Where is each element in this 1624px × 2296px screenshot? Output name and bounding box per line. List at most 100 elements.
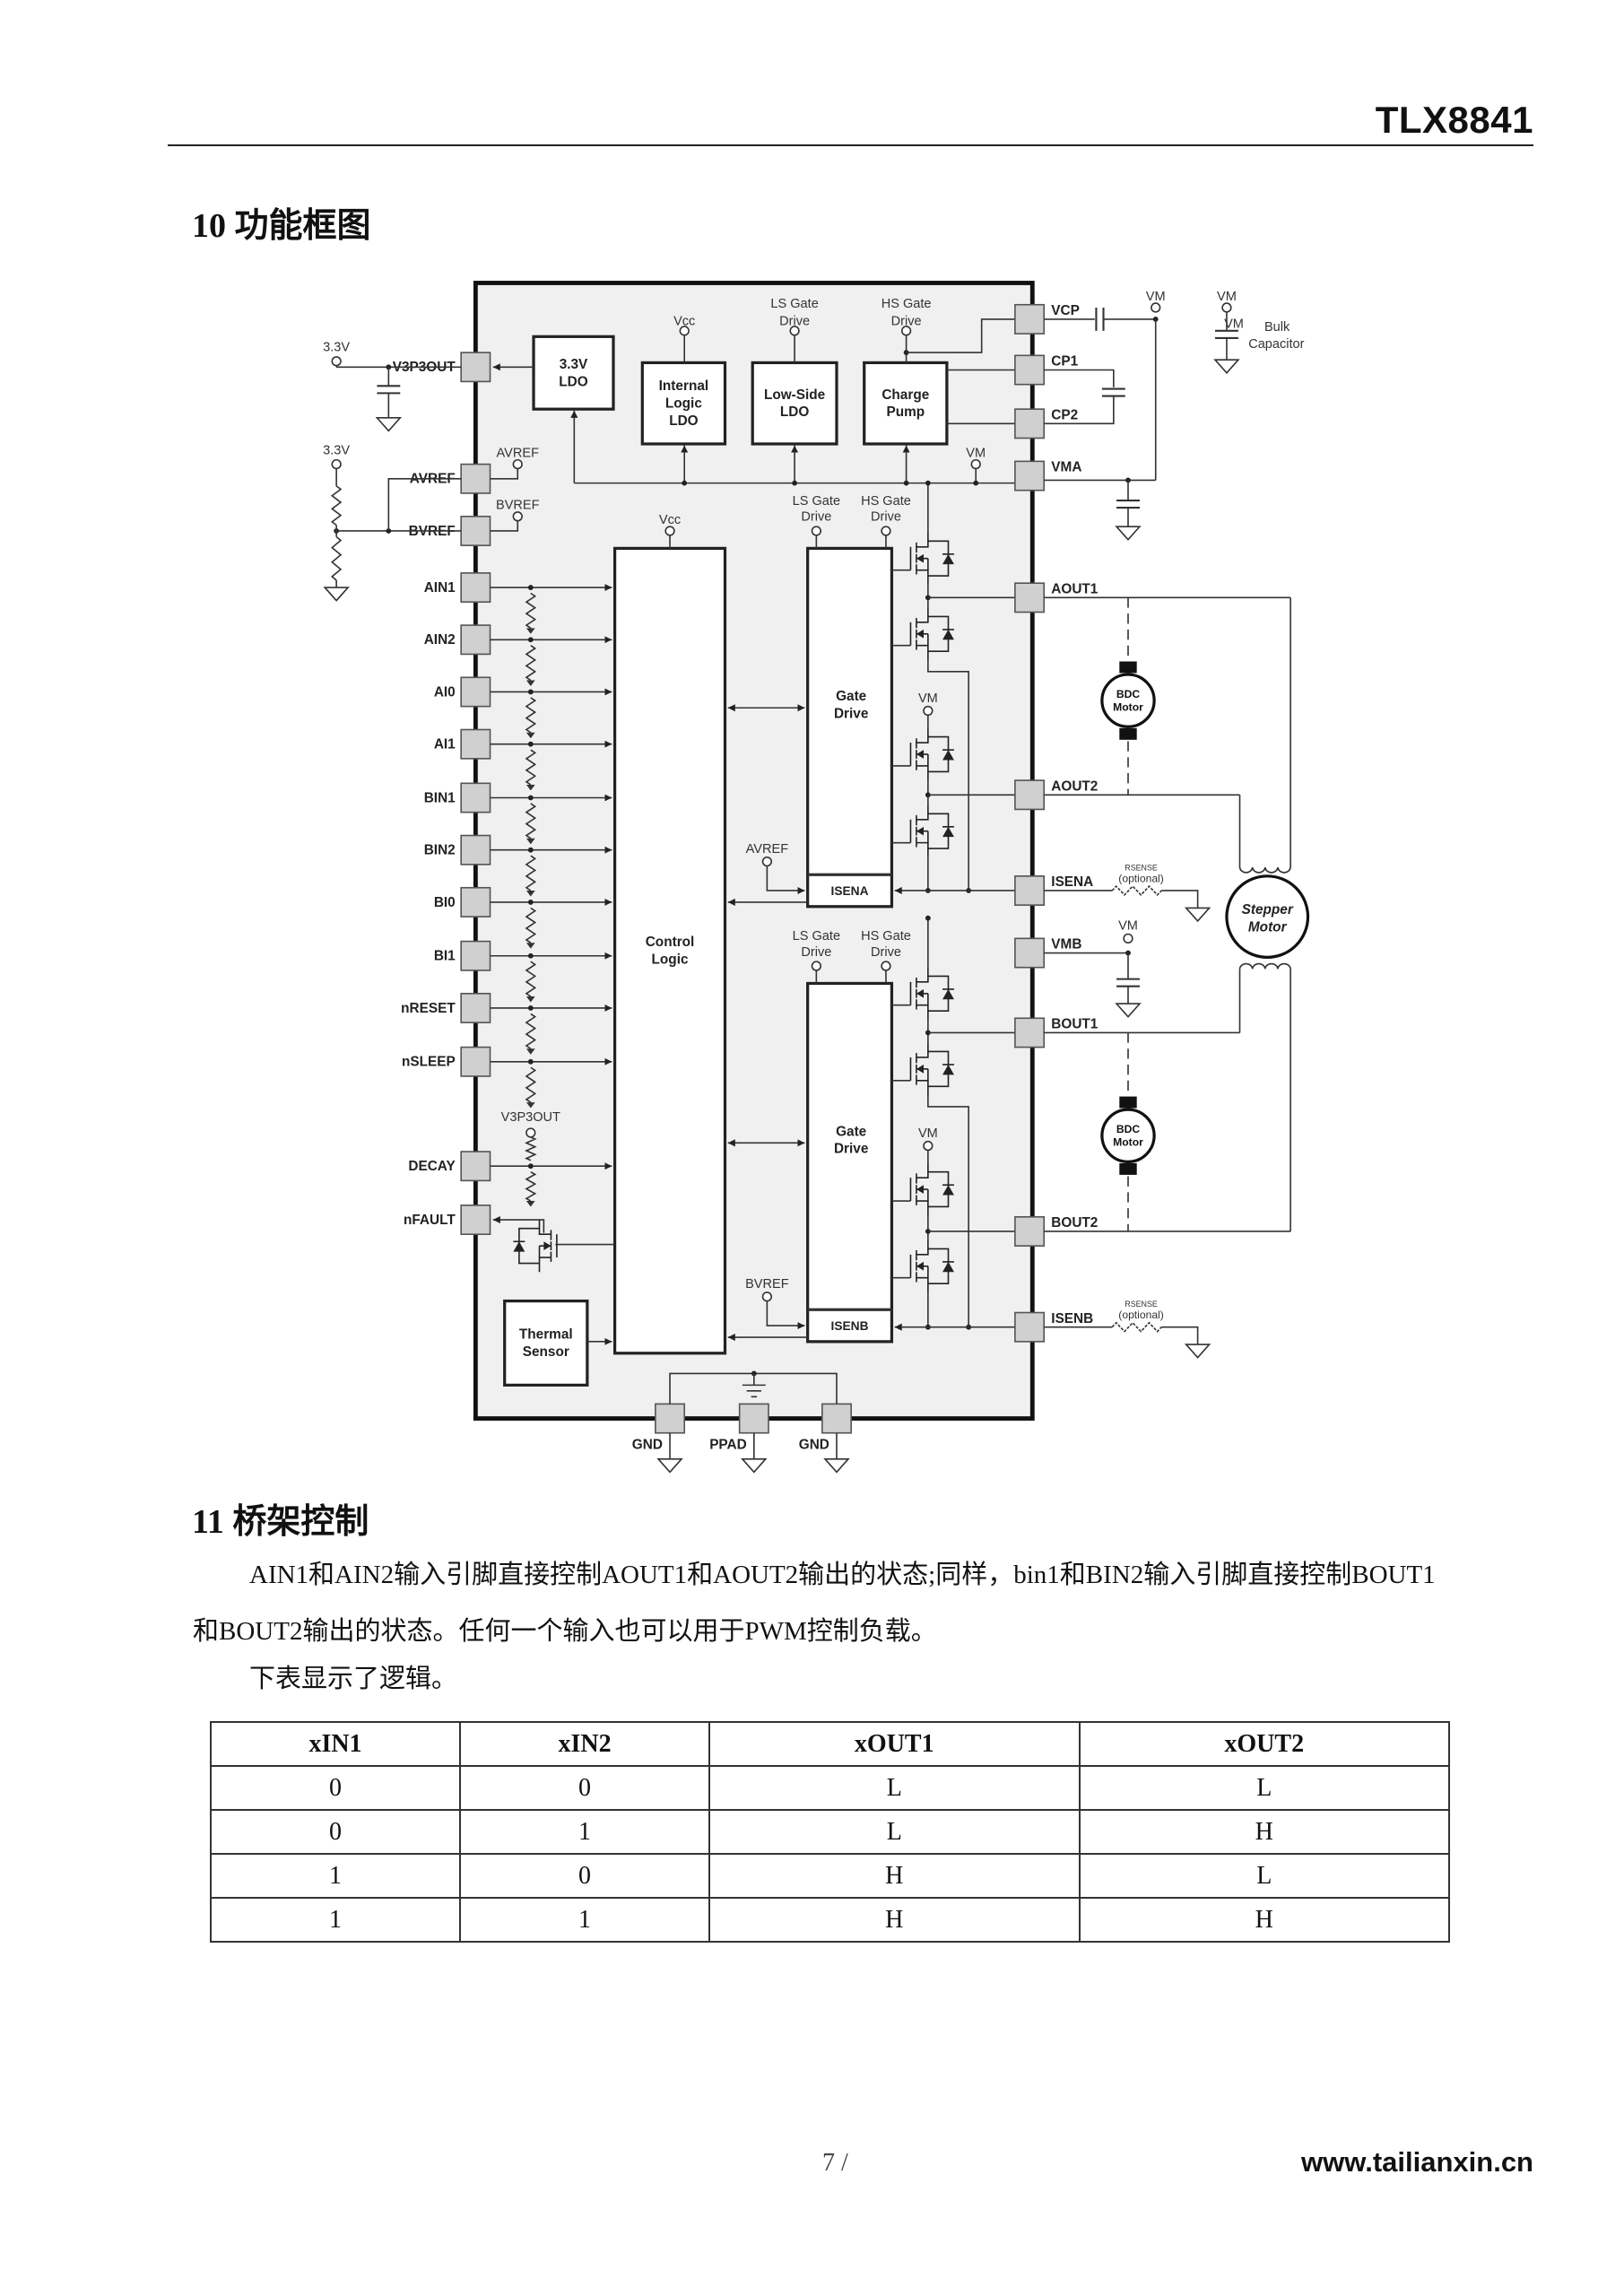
diagram-label: Bulk [1264, 320, 1290, 335]
diagram-label: Drive [871, 510, 901, 525]
pulldown-icon [525, 943, 535, 949]
pin-label-isenb: ISENB [1051, 1311, 1093, 1326]
pulldown-icon [525, 996, 535, 1003]
ground-icon [1115, 1003, 1142, 1018]
resistor-icon [525, 1170, 537, 1202]
pin-label-ain2: AIN2 [424, 632, 456, 648]
a-gate-drive-block [806, 546, 894, 909]
terminal-icon [1123, 933, 1133, 944]
pin-v3p3out [460, 352, 491, 383]
a-brush [1119, 727, 1137, 740]
column-header-xout1: xOUT1 [708, 1721, 1081, 1767]
diagram-label: Drive [871, 945, 901, 960]
b-isense-block-label: ISENB [831, 1319, 869, 1333]
charge-pump-block-label: Charge [881, 387, 929, 403]
table-cell: H [708, 1897, 1081, 1943]
diagram-label: Drive [779, 314, 810, 328]
diagram-label: Gate [836, 1124, 867, 1139]
internal-logic-ldo-block [640, 361, 727, 446]
diagram-label: VM [1217, 290, 1237, 304]
pin-label-bout1: BOUT1 [1051, 1017, 1099, 1032]
terminal-icon [525, 1127, 536, 1138]
diagram-label: (optional) [1118, 872, 1163, 884]
a-isense-block-label: ISENA [831, 884, 869, 898]
pulldown-icon [525, 1048, 535, 1055]
diagram-label: BDC [1116, 688, 1140, 700]
pin-avref [460, 463, 491, 494]
diagram-label: VM [918, 1126, 938, 1141]
a-brush [1119, 661, 1137, 674]
diagram-label: HS Gate [881, 297, 932, 311]
wire [387, 477, 462, 531]
resistor-icon [331, 535, 343, 581]
table-cell: H [1078, 1809, 1450, 1855]
pin-label-cp1: CP1 [1051, 354, 1078, 370]
b-gate-drive-block [806, 981, 894, 1344]
diagram-label: Drive [801, 510, 831, 525]
junction-dot [527, 741, 534, 747]
junction-dot [527, 637, 534, 643]
diagram-label: RSENSE [1125, 1300, 1158, 1309]
diagram-label: Vcc [659, 513, 681, 527]
diagram-label: Drive [834, 1142, 869, 1157]
ground-icon [1115, 526, 1142, 541]
charge-pump-block [863, 361, 949, 446]
internal-logic-ldo-block-label: Internal [659, 378, 708, 394]
terminal-icon [761, 856, 773, 867]
diagram-label: Capacitor [1248, 337, 1304, 352]
pin-label-bi1: BI1 [434, 949, 456, 964]
resistor-icon [525, 1013, 537, 1049]
junction-dot [527, 689, 534, 695]
pin-label-bout2: BOUT2 [1051, 1215, 1098, 1231]
pin-label-ai1: AI1 [434, 737, 456, 752]
header-divider [168, 144, 1533, 146]
pin-ai0 [460, 676, 491, 708]
pin-ppad [738, 1403, 769, 1434]
pin-ain2 [460, 624, 491, 656]
ldo-3v3-block-label: 3.3V [560, 357, 588, 372]
junction-dot [527, 900, 534, 905]
diagram-label: Drive [891, 314, 922, 328]
wire [490, 520, 519, 532]
document-title: TLX8841 [1375, 99, 1533, 141]
diagram-label: Drive [834, 707, 869, 722]
pin-gnd [655, 1403, 686, 1434]
pin-label-isena: ISENA [1051, 874, 1093, 890]
wire [490, 468, 519, 480]
pulldown-icon [525, 1201, 535, 1207]
wire [1161, 1326, 1199, 1345]
diagram-label: BVREF [745, 1277, 789, 1292]
internal-logic-ldo-block-label: Logic [665, 396, 702, 412]
wire [766, 865, 805, 895]
pin-bvref [460, 516, 491, 546]
diagram-label: BDC [1116, 1123, 1140, 1135]
resistor-icon [525, 803, 537, 839]
column-header-xin2: xIN2 [459, 1721, 711, 1767]
ground-icon [741, 1458, 768, 1474]
pin-isenb [1014, 1311, 1046, 1343]
diagram-label: 3.3V [323, 340, 350, 354]
pin-vcp [1014, 303, 1046, 335]
junction-dot [527, 585, 534, 590]
pulldown-icon [525, 1102, 535, 1109]
diagram-label: Vcc [673, 314, 695, 328]
resistor-icon [524, 1136, 537, 1161]
table-cell: H [708, 1853, 1081, 1899]
terminal-icon [512, 511, 523, 522]
terminal-icon [1151, 302, 1161, 313]
pulldown-icon [525, 890, 535, 897]
terminal-icon [970, 458, 981, 470]
resistor-icon [1111, 884, 1162, 897]
low-side-ldo-block-label: Low-Side [764, 387, 826, 403]
section-heading-block-diagram: 10 功能框图 [192, 207, 371, 245]
low-side-ldo-block [751, 361, 838, 446]
pin-label-decay: DECAY [408, 1159, 455, 1174]
resistor-icon [525, 592, 537, 629]
pin-bout2 [1014, 1215, 1046, 1247]
pin-label-vmb: VMB [1051, 937, 1081, 952]
pin-nsleep [460, 1046, 491, 1077]
thermal-sensor-block-label: Thermal [519, 1327, 573, 1343]
wire [906, 318, 1015, 353]
table-cell: 1 [209, 1853, 462, 1899]
